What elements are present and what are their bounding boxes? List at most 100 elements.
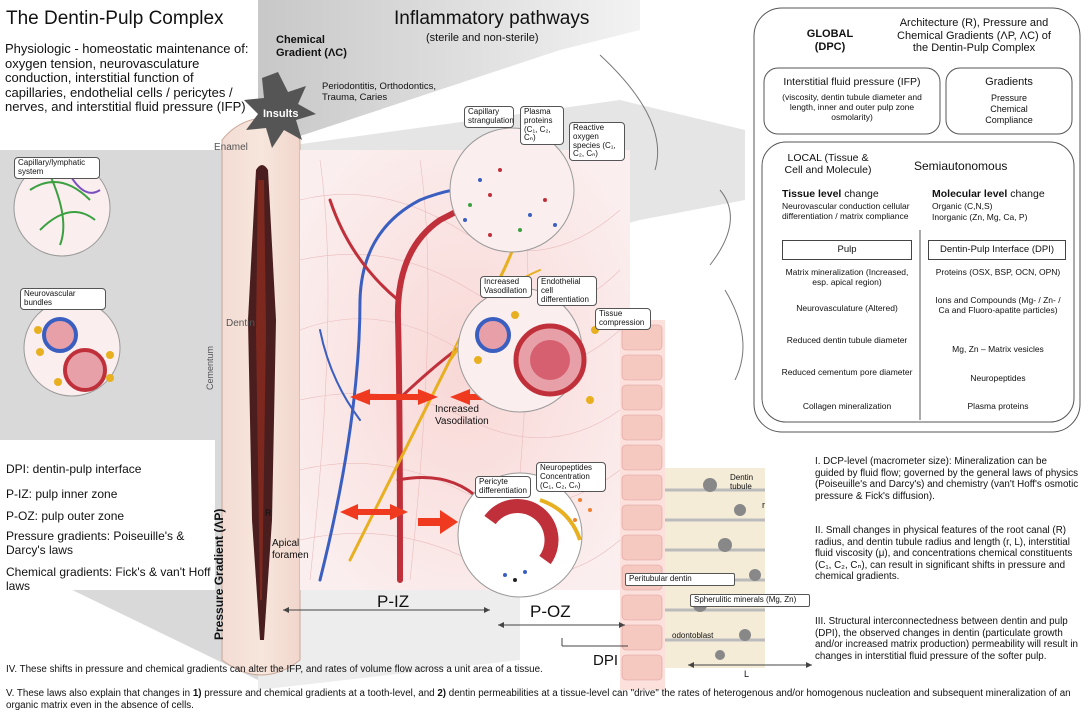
legend-dpi: DPI: dentin-pulp interface bbox=[6, 462, 142, 476]
gradients-title: Gradients bbox=[985, 76, 1033, 88]
scale-arrowheads bbox=[283, 607, 812, 668]
gradients-item-pressure: Pressure bbox=[990, 93, 1027, 103]
pressure-gradient-label: Pressure Gradient (ΛP) bbox=[212, 508, 226, 640]
pulp-item-cementum: Reduced cementum pore diameter bbox=[781, 367, 913, 377]
vein-cross-section bbox=[475, 317, 511, 353]
label-r-small: r bbox=[762, 500, 765, 510]
physio-panel-bg bbox=[0, 36, 258, 150]
bottom-grey-fan bbox=[258, 560, 520, 690]
insults-label: Insults bbox=[263, 108, 299, 120]
molecular-level-desc1: Organic (C,N,S) bbox=[932, 201, 993, 211]
capillary-pericyte-ring bbox=[484, 499, 559, 565]
label-capillary-strangulation: Capillary strangulation bbox=[464, 106, 514, 128]
label-endothelial-diff: Endothelial cell differentiation bbox=[537, 276, 597, 307]
pulp-item-tubule: Reduced dentin tubule diameter bbox=[786, 335, 908, 345]
pulp-item-collagen: Collagen mineralization bbox=[802, 401, 892, 411]
zone-scale-bars bbox=[283, 609, 812, 666]
odontoblast-cells bbox=[621, 324, 663, 681]
chemical-gradient-label: Chemical Gradient (ΛC) bbox=[276, 34, 347, 59]
nerve-ending bbox=[539, 498, 582, 541]
pulp-item-neurovasculature: Neurovasculature (Altered) bbox=[796, 303, 898, 313]
tissue-level-desc: Neurovascular conduction cellular differ… bbox=[782, 201, 910, 221]
global-title: GLOBAL (DPC) bbox=[806, 28, 854, 53]
root-canal-inner bbox=[256, 180, 266, 600]
legend-pressure: Pressure gradients: Poiseuille's & Darcy… bbox=[6, 529, 185, 557]
apical-foramen-label: Apical foramen bbox=[272, 538, 309, 561]
dpi-box: Dentin-Pulp Interface (DPI) bbox=[928, 240, 1066, 260]
molecular-level-desc2: Inorganic (Zn, Mg, Ca, P) bbox=[932, 212, 1028, 222]
molecular-level-bold: Molecular level bbox=[932, 188, 1008, 200]
molecular-level-rest: change bbox=[1007, 188, 1045, 200]
label-tissue-compression: Tissue compression bbox=[595, 308, 651, 330]
note-5-num-1: 1) bbox=[192, 688, 202, 699]
legend-panel-bg bbox=[0, 440, 215, 590]
label-plasma-proteins: Plasma proteins (C₁, C₂, Cₙ) bbox=[520, 106, 564, 146]
note-5-part-d: dentin permeabilities at a tissue-level … bbox=[6, 688, 1071, 711]
local-frame bbox=[761, 141, 1075, 423]
legend-chemical: Chemical gradients: Fick's & van't Hoff … bbox=[6, 565, 211, 593]
semiautonomous-label: Semiautonomous bbox=[914, 159, 1008, 173]
label-increased-vasodilation-box: Increased Vasodilation bbox=[480, 276, 532, 298]
label-peritubular: Peritubular dentin bbox=[625, 573, 735, 586]
dentin-label: Dentin bbox=[226, 318, 255, 329]
label-odontoblast: odontoblast bbox=[672, 631, 714, 640]
dpi-item-vesicles: Mg, Zn – Matrix vesicles bbox=[952, 344, 1044, 354]
top-grey-fan bbox=[258, 0, 640, 150]
global-desc: Architecture (R), Pressure and Chemical … bbox=[897, 17, 1051, 55]
label-reactive-oxygen: Reactive oxygen species (C₁, C₂, Cₙ) bbox=[569, 122, 625, 162]
molecular-level-heading: Molecular level change bbox=[932, 188, 1045, 200]
cementum-label: Cementum bbox=[205, 345, 215, 390]
label-spherulitic: Spherulitic minerals (Mg, Zn) bbox=[690, 594, 810, 607]
label-dentin-tubule: Dentin tubule bbox=[730, 473, 754, 492]
label-p-oz: P-OZ bbox=[530, 602, 571, 621]
gradients-frame bbox=[945, 67, 1073, 135]
inset-lymphatic bbox=[69, 174, 101, 194]
note-4: IV. These shifts in pressure and chemica… bbox=[6, 664, 543, 675]
note-1: I. DCP-level (macrometer size): Minerali… bbox=[815, 456, 1079, 502]
note-5-num-2: 2) bbox=[437, 688, 447, 699]
label-l: L bbox=[744, 669, 750, 679]
ifp-desc: (viscosity, dentin tubule diameter and l… bbox=[782, 92, 922, 122]
dpi-item-ions: Ions and Compounds (Mg- / Zn- / Ca and F… bbox=[935, 295, 1061, 315]
label-increased-vasodilation: Increased Vasodilation bbox=[435, 404, 489, 427]
local-title: LOCAL (Tissue & Cell and Molecule) bbox=[784, 152, 872, 177]
note-5: V. These laws also explain that changes … bbox=[6, 688, 1076, 711]
tissue-level-rest: change bbox=[841, 188, 879, 200]
pulp-item-mineralization: Matrix mineralization (Increased, esp. a… bbox=[785, 267, 909, 287]
inset-neuro-label: Neurovascular bundles bbox=[20, 288, 106, 310]
zoom-circle-top bbox=[449, 127, 575, 253]
left-title: The Dentin-Pulp Complex bbox=[6, 8, 224, 29]
enamel-label: Enamel bbox=[214, 142, 248, 153]
physio-text: Physiologic - homeostatic maintenance of… bbox=[5, 41, 249, 115]
inset-capillary-vessels bbox=[29, 174, 96, 246]
tissue-level-heading: Tissue level change bbox=[782, 188, 879, 200]
center-subtitle: (sterile and non-sterile) bbox=[426, 32, 539, 44]
gradients-item-chemical: Chemical bbox=[990, 104, 1028, 114]
insult-causes: Periodontitis, Orthodontics, Trauma, Car… bbox=[322, 81, 437, 103]
label-dpi: DPI bbox=[593, 652, 619, 669]
center-title: Inflammatory pathways bbox=[394, 8, 590, 29]
inset-vein bbox=[42, 317, 78, 353]
note-5-part-a: V. These laws also explain that changes … bbox=[6, 688, 193, 699]
r-label: R bbox=[265, 508, 272, 518]
insults-starburst bbox=[244, 72, 316, 148]
label-p-iz: P-IZ bbox=[377, 592, 410, 611]
vessel-lumen bbox=[530, 340, 570, 380]
pulp-box: Pulp bbox=[782, 240, 912, 260]
ifp-frame bbox=[763, 67, 941, 135]
label-neuropeptides: Neuropeptides Concentration (C₁, C₂, Cₙ) bbox=[536, 462, 606, 493]
ifp-title: Interstitial fluid pressure (IFP) bbox=[783, 76, 921, 88]
note-3: III. Structural interconnectedness betwe… bbox=[815, 616, 1078, 662]
inset-artery bbox=[63, 348, 107, 392]
legend-poz: P-OZ: pulp outer zone bbox=[6, 509, 125, 523]
note-2: II. Small changes in physical features o… bbox=[815, 525, 1073, 583]
dpi-item-plasma: Plasma proteins bbox=[967, 401, 1029, 411]
dpi-item-neuropeptides: Neuropeptides bbox=[970, 373, 1026, 383]
legend-piz: P-IZ: pulp inner zone bbox=[6, 487, 118, 501]
note-5-part-c: pressure and chemical gradients at a too… bbox=[201, 688, 438, 699]
tissue-level-bold: Tissue level bbox=[782, 188, 842, 200]
label-pericyte-diff: Pericyte differentiation bbox=[475, 476, 531, 498]
gradients-item-compliance: Compliance bbox=[985, 115, 1033, 125]
